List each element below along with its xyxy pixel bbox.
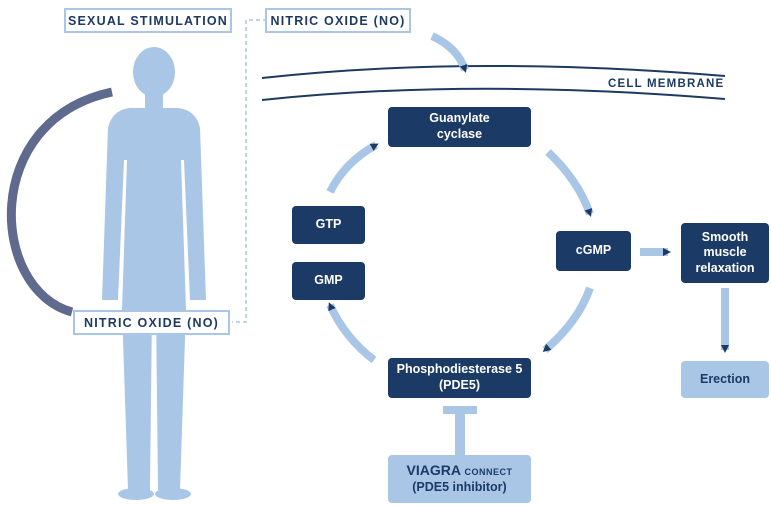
viagra-title: VIAGRA CONNECT [407, 462, 513, 480]
cgmp-node: cGMP [556, 231, 631, 271]
arrow-pde5-to-gmp [326, 302, 377, 364]
pde5-node: Phosphodiesterase 5 (PDE5) [388, 358, 531, 398]
inhibition-connector [443, 406, 477, 455]
nitric-oxide-body-label: NITRIC OXIDE (NO) [73, 310, 230, 335]
sexual-stimulation-label: SEXUAL STIMULATION [64, 8, 232, 33]
human-silhouette-icon [102, 47, 206, 500]
viagra-connect-node: VIAGRA CONNECT (PDE5 inhibitor) [388, 455, 531, 503]
cell-membrane-line-upper [261, 65, 726, 79]
gmp-node: GMP [292, 262, 365, 300]
smooth-muscle-node: Smooth muscle relaxation [681, 223, 769, 283]
guanylate-cyclase-node: Guanylate cyclase [388, 107, 531, 147]
viagra-subtitle: (PDE5 inhibitor) [412, 480, 507, 494]
smooth-muscle-line-1: Smooth [701, 229, 749, 244]
arrow-cgmp-to-pde5 [542, 286, 594, 354]
erection-node: Erection [681, 361, 769, 398]
stimulation-arc [6, 87, 113, 317]
viagra-connect-word: CONNECT [464, 467, 513, 478]
guanylate-cyclase-line-1: Guanylate [429, 111, 490, 126]
nitric-oxide-top-label: NITRIC OXIDE (NO) [265, 8, 411, 33]
smooth-muscle-line-2: muscle [703, 245, 747, 260]
cell-membrane-line-lower [261, 87, 726, 101]
pde5-line-1: Phosphodiesterase 5 [396, 362, 523, 377]
pde5-line-2: (PDE5) [439, 378, 480, 392]
viagra-brand: VIAGRA [406, 462, 461, 479]
dashed-connector [232, 19, 267, 323]
guanylate-cyclase-line-2: cyclase [436, 127, 483, 141]
gtp-node: GTP [292, 206, 365, 244]
no-arrow [430, 32, 469, 73]
arrow-gtp-to-guanylate [326, 141, 379, 194]
cell-membrane-label: CELL MEMBRANE [608, 78, 725, 90]
arrow-guanylate-to-cgmp [545, 149, 594, 217]
smooth-muscle-line-3: relaxation [695, 260, 755, 275]
